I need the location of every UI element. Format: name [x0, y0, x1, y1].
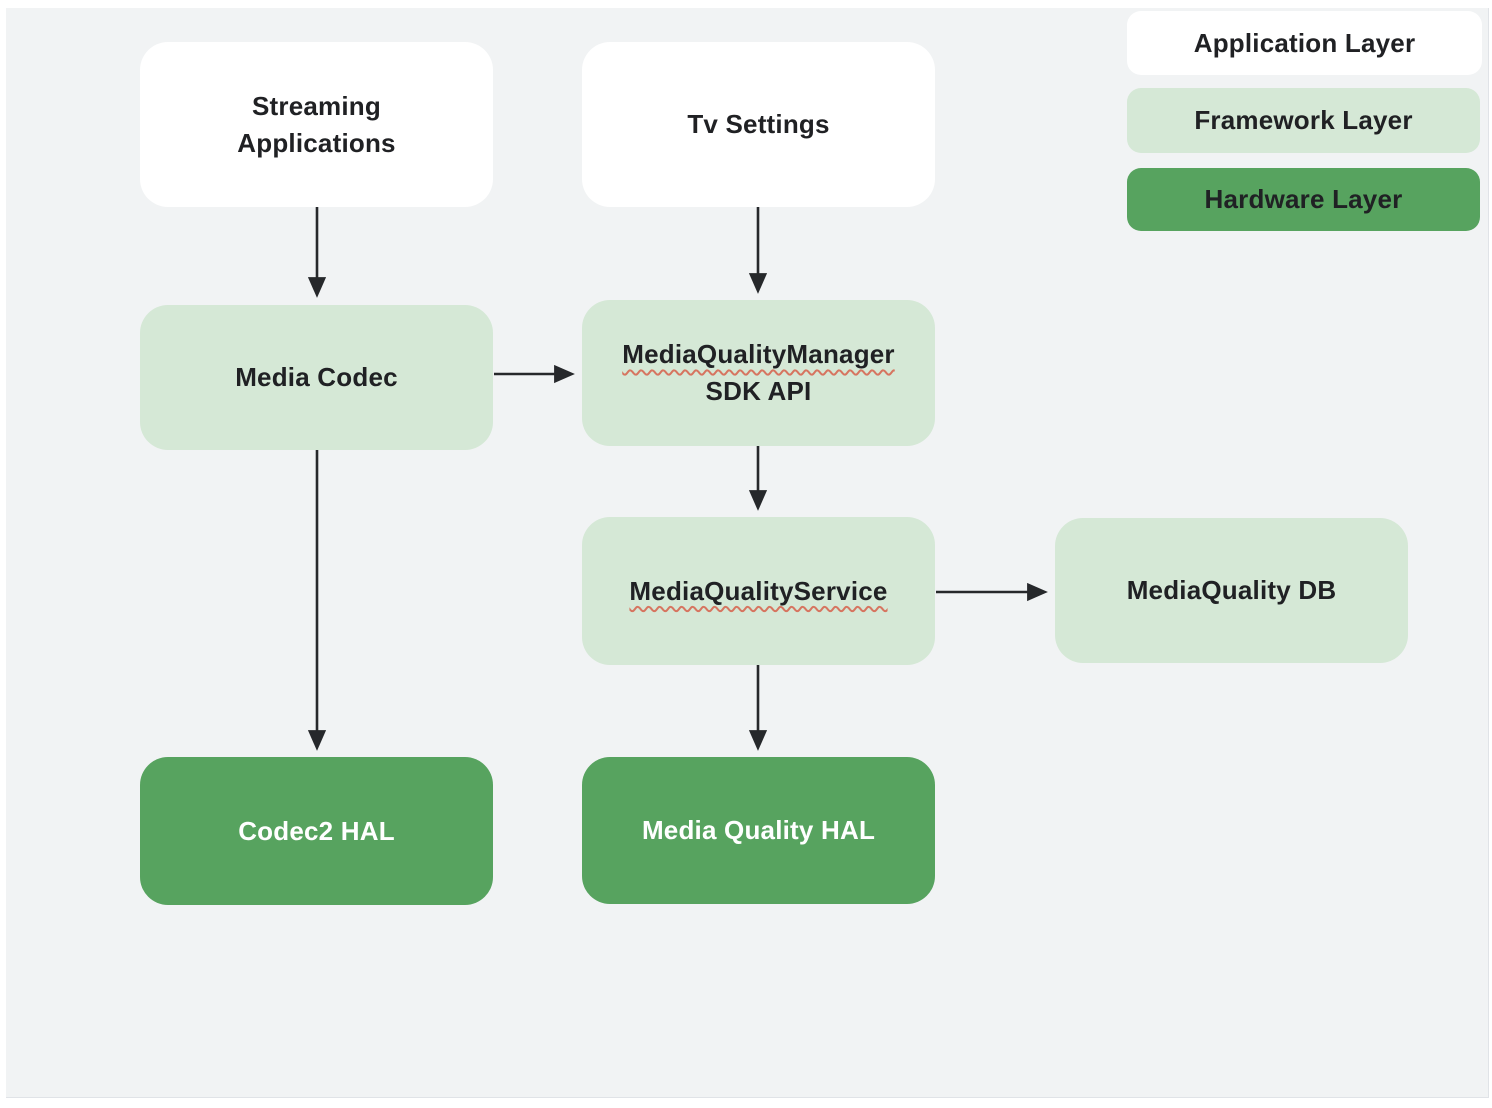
- node-mediaquality-db: MediaQuality DB: [1055, 518, 1408, 663]
- node-label: SDK API: [705, 376, 812, 406]
- node-label: Applications: [237, 127, 396, 158]
- legend-framework-layer: Framework Layer: [1127, 88, 1480, 153]
- node-label: Media Quality HAL: [641, 815, 876, 845]
- legend-hardware-layer: Hardware Layer: [1127, 168, 1480, 231]
- node-label: MediaQualityService: [629, 575, 888, 606]
- node-label: MediaQualityManager: [622, 339, 895, 369]
- node-media-quality-hal: Media Quality HAL: [582, 757, 935, 904]
- node-mediaqualitymanager-sdk-api: MediaQualityManager SDK API: [582, 300, 935, 446]
- node-mediaqualityservice: MediaQualityService: [582, 517, 935, 665]
- legend-label: Application Layer: [1193, 27, 1416, 58]
- node-label: Tv Settings: [687, 109, 830, 139]
- node-codec2-hal: Codec2 HAL: [140, 757, 493, 905]
- node-label: Streaming: [252, 90, 381, 121]
- node-media-codec: Media Codec: [140, 305, 493, 450]
- legend-label: Hardware Layer: [1204, 184, 1403, 214]
- node-label: MediaQuality DB: [1126, 575, 1337, 605]
- node-streaming-applications: Streaming Applications: [140, 42, 493, 207]
- legend-label: Framework Layer: [1194, 105, 1413, 135]
- node-label: Media Codec: [235, 362, 398, 392]
- node-label: Codec2 HAL: [238, 815, 395, 846]
- legend-application-layer: Application Layer: [1127, 11, 1482, 75]
- node-tv-settings: Tv Settings: [582, 42, 935, 207]
